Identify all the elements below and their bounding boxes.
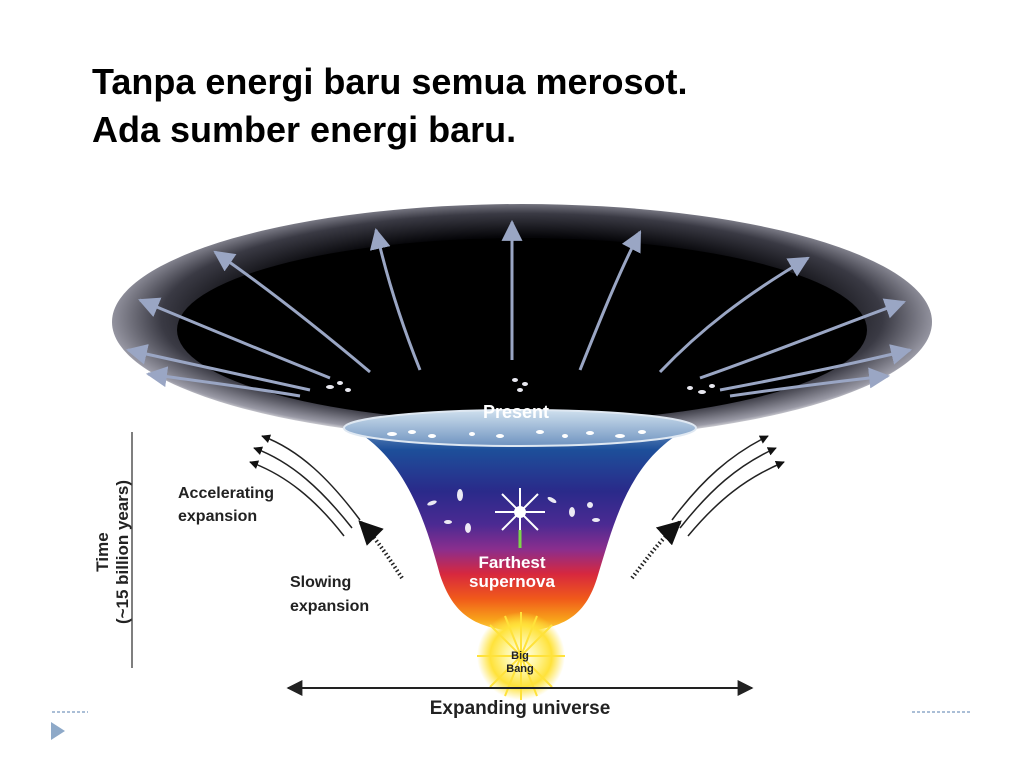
accelerating-label-1: Accelerating — [178, 485, 274, 502]
time-label-group: Time (~15 billion years) — [93, 480, 132, 624]
slowing-arrows-left — [358, 520, 404, 580]
slowing-arrows-right — [630, 520, 682, 580]
time-label-2: (~15 billion years) — [113, 480, 132, 624]
space-bowl-core — [177, 238, 867, 422]
accelerating-arrows-right — [671, 435, 785, 537]
supernova-star-icon — [495, 488, 545, 548]
rim-galaxies — [387, 430, 646, 438]
supernova-galaxies — [427, 489, 600, 533]
expanding-universe-label: Expanding universe — [430, 698, 611, 719]
present-label: Present — [483, 402, 549, 422]
expansion-arrows — [125, 219, 913, 398]
title-line-2: Ada sumber energi baru. — [92, 109, 517, 150]
slowing-label-2: expansion — [290, 598, 369, 615]
big-bang-label-2: Bang — [506, 663, 534, 675]
slowing-label-1: Slowing — [290, 574, 351, 591]
title-line-1: Tanpa energi baru semua merosot. — [92, 61, 688, 102]
time-label-1: Time — [93, 532, 112, 571]
farthest-supernova-label-2: supernova — [469, 572, 556, 591]
farthest-supernova-label-1: Farthest — [478, 553, 545, 572]
accelerating-label-2: expansion — [178, 508, 257, 525]
slide-title: Tanpa energi baru semua merosot. Ada sum… — [92, 58, 952, 154]
big-bang-label-1: Big — [511, 650, 529, 662]
accelerating-arrows-left — [249, 434, 361, 537]
triangle-right-icon[interactable] — [51, 722, 65, 740]
present-galaxies — [326, 378, 715, 394]
